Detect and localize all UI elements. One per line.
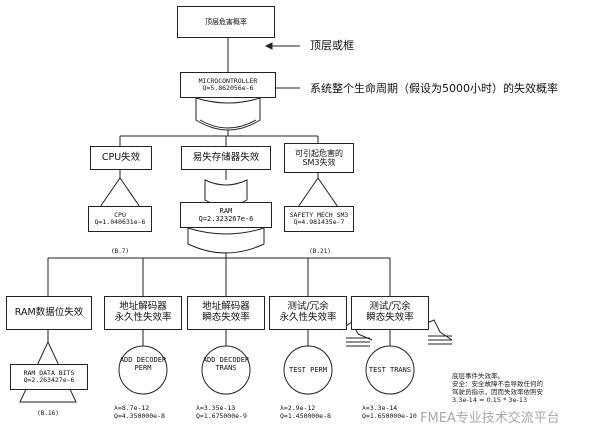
level3-box-test-trans: 测试/冗余 瞬态失效率 bbox=[351, 296, 429, 330]
mcu-gate-name: MICROCONTROLLER bbox=[198, 76, 258, 85]
ram-gate-name: RAM bbox=[219, 206, 233, 215]
level3-box-ram-data-bits: RAM数据位失效 bbox=[6, 296, 92, 330]
watermark-text: FMEA专业技术交流平台 bbox=[420, 411, 560, 426]
top-event-box: 顶层危害概率 bbox=[177, 6, 275, 38]
test-perm-name: TEST PERM bbox=[289, 366, 327, 374]
mcu-gate-box: MICROCONTROLLER Q=5.862056e-6 bbox=[180, 72, 276, 98]
cpu-gate-box: CPU Q=1.040631e-6 bbox=[88, 206, 152, 232]
ram-data-bits-q: Q=2.263427e-6 bbox=[23, 376, 75, 384]
annotation-mcu-lifetime: 系统整个生命周期（假设为5000小时）的失效概率 bbox=[310, 82, 558, 95]
cpu-gate-q: Q=1.040631e-6 bbox=[94, 218, 146, 226]
mcu-gate-q: Q=5.862056e-6 bbox=[202, 84, 254, 92]
level2-box-sm3: 可引起危害的 SM3失效 bbox=[284, 143, 354, 173]
add-decoder-trans-rate: λ=3.35e-13 Q=1.675000e-9 bbox=[196, 404, 247, 420]
test-trans-rate: λ=3.3e-14 Q=1.650000e-10 bbox=[362, 404, 417, 420]
sm3-gate-name: SAFETY MECH SM3 bbox=[289, 210, 349, 219]
ram-data-bits-gate: RAM DATA BITS Q=2.263427e-6 bbox=[10, 364, 88, 390]
cpu-ref: (B.7) bbox=[110, 248, 130, 255]
annotation-top-or-box: 顶层或框 bbox=[310, 39, 354, 52]
level3-box-test-perm: 测试/冗余 永久性失效率 bbox=[269, 296, 347, 330]
ram-data-bits-ref: (B.16) bbox=[37, 410, 59, 417]
sm3-ref: (B.21) bbox=[309, 248, 331, 255]
level3-box-addr-decoder-perm: 地址解码器 永久性失效率 bbox=[104, 296, 182, 330]
bottom-note: 底层事件失效率。 安全：安全故障不会导致任何的 驾驶员指示，因而失效率依照安 3… bbox=[452, 372, 543, 405]
test-perm-rate: λ=2.9e-12 Q=1.450000e-8 bbox=[280, 404, 331, 420]
level2-box-volatile-memory: 易失存储器失效 bbox=[181, 146, 271, 170]
ram-gate-q: Q=2.323267e-6 bbox=[198, 215, 254, 223]
add-decoder-trans-name: ADD DECODER TRANS bbox=[202, 356, 250, 373]
test-trans-name: TEST TRANS bbox=[368, 366, 412, 374]
sm3-gate-q: Q=4.981435e-7 bbox=[293, 218, 345, 226]
level3-box-addr-decoder-trans: 地址解码器 瞬态失效率 bbox=[187, 296, 265, 330]
add-decoder-perm-rate: λ=8.7e-12 Q=4.350000e-8 bbox=[114, 404, 165, 420]
ram-gate-box: RAM Q=2.323267e-6 bbox=[180, 202, 272, 228]
add-decoder-perm-name: ADD DECODER PERM bbox=[119, 356, 167, 373]
sm3-gate-box: SAFETY MECH SM3 Q=4.981435e-7 bbox=[284, 206, 354, 232]
level2-box-cpu: CPU失效 bbox=[90, 146, 152, 170]
cpu-gate-name: CPU bbox=[114, 210, 126, 219]
ram-data-bits-name: RAM DATA BITS bbox=[23, 368, 75, 377]
